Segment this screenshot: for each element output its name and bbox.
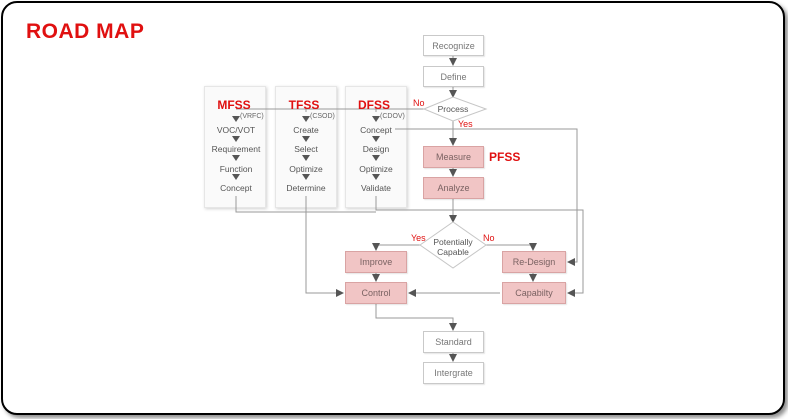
dfss-tag: (CDOV) xyxy=(380,113,405,120)
control-box: Control xyxy=(345,282,407,304)
dfss-step-1: Concept xyxy=(360,125,392,135)
mfss-title: MFSS xyxy=(217,98,251,112)
mfss-tag: (VRFC) xyxy=(240,113,264,120)
pfss-label: PFSS xyxy=(489,150,521,164)
tfss-step-4: Determine xyxy=(286,183,326,193)
process-decision xyxy=(422,96,488,122)
no-label-process: No xyxy=(413,98,425,108)
tfss-panel xyxy=(275,86,337,208)
analyze-box: Analyze xyxy=(423,177,484,199)
tfss-step-3: Optimize xyxy=(289,164,323,174)
mfss-panel xyxy=(204,86,266,208)
standard-box: Standard xyxy=(423,331,484,353)
define-box: Define xyxy=(423,66,484,87)
process-label: Process xyxy=(437,104,469,114)
improve-box: Improve xyxy=(345,251,407,273)
measure-box: Measure xyxy=(423,146,484,168)
dfss-step-3: Optimize xyxy=(359,164,393,174)
tfss-step-2: Select xyxy=(294,144,318,154)
mfss-step-1: VOC/VOT xyxy=(216,125,256,135)
dfss-step-4: Validate xyxy=(360,183,392,193)
potentially-capable-label: Potentially Capable xyxy=(433,237,473,257)
mfss-step-3: Function xyxy=(219,164,253,174)
yes-label-capable: Yes xyxy=(411,233,426,243)
tfss-step-1: Create xyxy=(293,125,319,135)
intergrate-box: Intergrate xyxy=(423,362,484,384)
page-title: ROAD MAP xyxy=(26,20,145,43)
tfss-title: TFSS xyxy=(288,98,320,112)
capability-box: Capabilty xyxy=(502,282,566,304)
dfss-title: DFSS xyxy=(357,98,391,112)
redesign-box: Re-Design xyxy=(502,251,566,273)
mfss-step-4: Concept xyxy=(220,183,252,193)
recognize-box: Recognize xyxy=(423,35,484,56)
dfss-step-2: Design xyxy=(362,144,390,154)
dfss-panel xyxy=(345,86,407,208)
tfss-tag: (CSOD) xyxy=(310,113,335,120)
no-label-capable: No xyxy=(483,233,495,243)
mfss-step-2: Requirement xyxy=(211,144,261,154)
yes-label-process: Yes xyxy=(458,119,473,129)
potentially-capable-decision xyxy=(419,221,487,269)
